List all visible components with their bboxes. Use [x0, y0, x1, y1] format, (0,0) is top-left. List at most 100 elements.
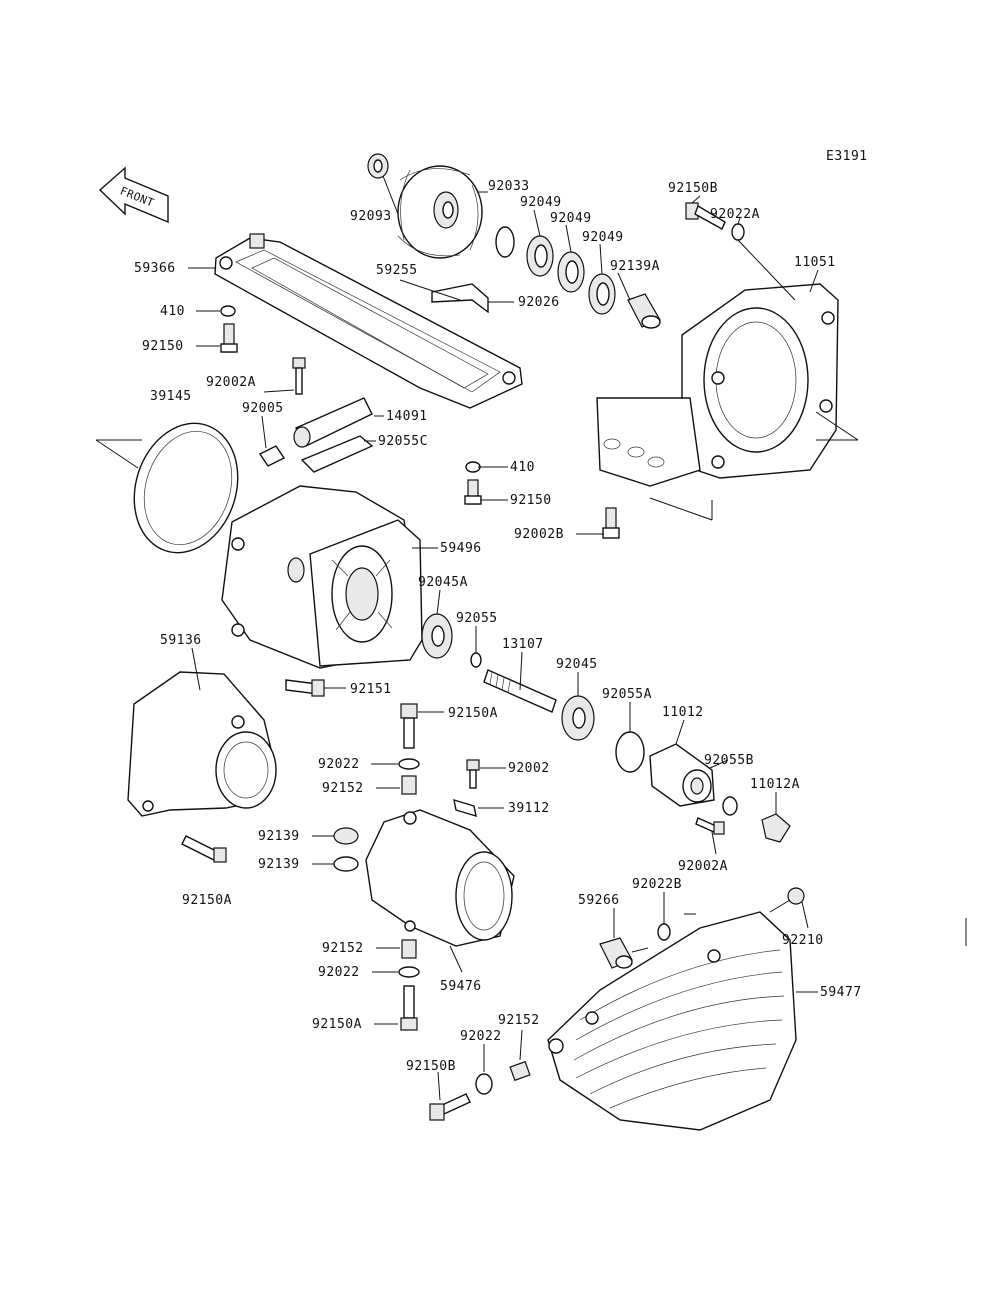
label-92045A: 92045A: [418, 575, 468, 590]
bolt-92150B-top: [685, 202, 726, 230]
collar-92139A: [627, 293, 661, 329]
cap-11012: [649, 743, 715, 807]
ride-plate-59366: [214, 233, 523, 409]
label-92139-a: 92139: [258, 829, 300, 844]
label-92005: 92005: [242, 401, 284, 416]
bearing-92045: [561, 695, 595, 741]
o-ring-92055A: [615, 731, 645, 773]
gasket-92055C: [300, 435, 374, 473]
o-ring-92033: [495, 226, 515, 258]
bolt-92150A-left: [181, 835, 227, 863]
label-92022-low: 92022: [318, 965, 360, 980]
label-92055C: 92055C: [378, 434, 428, 449]
label-92093: 92093: [350, 209, 392, 224]
screw-92002A: [292, 357, 306, 395]
bolt-92151: [285, 679, 325, 697]
front-arrow-icon: FRONT: [98, 166, 169, 224]
label-11012: 11012: [662, 705, 704, 720]
label-92152-b: 92152: [322, 941, 364, 956]
label-59496: 59496: [440, 541, 482, 556]
label-92151: 92151: [350, 682, 392, 697]
label-92150B-bot: 92150B: [406, 1059, 456, 1074]
diagram-code: E3191: [826, 149, 868, 164]
label-92049-c: 92049: [582, 230, 624, 245]
collar-92139-a: [333, 827, 359, 845]
steering-nozzle-59476: [365, 809, 515, 947]
label-92150-a: 92150: [142, 339, 184, 354]
label-410-a: 410: [160, 304, 185, 319]
label-59266: 59266: [578, 893, 620, 908]
label-59477: 59477: [820, 985, 862, 1000]
bolt-92150-a: [220, 323, 238, 353]
label-92045: 92045: [556, 657, 598, 672]
label-92022A: 92022A: [710, 207, 760, 222]
impeller: [397, 165, 483, 259]
fitting-92005: [258, 445, 286, 467]
washer-92139-b: [333, 856, 359, 872]
pump-case-11051: [596, 283, 839, 487]
label-39145: 39145: [150, 389, 192, 404]
cover-59477: [547, 911, 797, 1131]
label-59366: 59366: [134, 261, 176, 276]
bearing-92045A: [421, 613, 453, 659]
label-92150A-mid: 92150A: [448, 706, 498, 721]
o-ring-92055: [470, 652, 482, 668]
cap-92210: [787, 887, 805, 905]
cover-14091: [293, 397, 373, 448]
ring-39145: [133, 422, 239, 554]
label-59476: 59476: [440, 979, 482, 994]
seal-92049-a: [526, 235, 554, 277]
label-92152-a: 92152: [322, 781, 364, 796]
label-410-b: 410: [510, 460, 535, 475]
label-14091: 14091: [386, 409, 428, 424]
seal-92049-b: [557, 251, 585, 293]
label-13107: 13107: [502, 637, 544, 652]
label-92055A: 92055A: [602, 687, 652, 702]
label-92026: 92026: [518, 295, 560, 310]
label-92152-c: 92152: [498, 1013, 540, 1028]
washer-410-b: [465, 461, 481, 473]
washer-92022-mid: [398, 758, 420, 770]
bolt-92002B: [602, 507, 620, 539]
shaft-13107: [483, 669, 557, 713]
label-92022-mid: 92022: [318, 757, 360, 772]
plate-92026: [431, 283, 489, 314]
bolt-92002: [466, 759, 480, 789]
washer-92022B: [657, 923, 671, 941]
label-92139A: 92139A: [610, 259, 660, 274]
washer-410-a: [220, 305, 236, 317]
label-92150A-bot: 92150A: [312, 1017, 362, 1032]
label-92150-b: 92150: [510, 493, 552, 508]
label-92033: 92033: [488, 179, 530, 194]
collar-92152-c: [509, 1060, 531, 1082]
bolt-92150B-bot: [429, 1093, 471, 1121]
label-92150A-left: 92150A: [182, 893, 232, 908]
label-92150B-top: 92150B: [668, 181, 718, 196]
pump-body-59496: [221, 485, 423, 669]
collar-92152-a: [401, 775, 417, 795]
cap-11012A: [761, 813, 791, 843]
bolt-92150-b: [464, 479, 482, 505]
seal-92049-c: [588, 273, 616, 315]
label-92002A: 92002A: [206, 375, 256, 390]
label-92055: 92055: [456, 611, 498, 626]
label-59136: 59136: [160, 633, 202, 648]
washer-92022-low: [398, 966, 420, 978]
label-92139-b: 92139: [258, 857, 300, 872]
leader-lines: [95, 175, 967, 1101]
bolt-92150A-mid: [400, 703, 418, 749]
label-92022-bot: 92022: [460, 1029, 502, 1044]
nozzle-59136: [127, 671, 277, 817]
bolt-92150A-bot: [400, 985, 418, 1031]
label-92002B: 92002B: [514, 527, 564, 542]
label-92022B: 92022B: [632, 877, 682, 892]
label-11012A: 11012A: [750, 777, 800, 792]
label-92055B: 92055B: [704, 753, 754, 768]
label-92049-a: 92049: [520, 195, 562, 210]
label-11051: 11051: [794, 255, 836, 270]
washer-92022-bot: [475, 1073, 493, 1095]
fitting-59266: [599, 937, 633, 969]
label-92049-b: 92049: [550, 211, 592, 226]
